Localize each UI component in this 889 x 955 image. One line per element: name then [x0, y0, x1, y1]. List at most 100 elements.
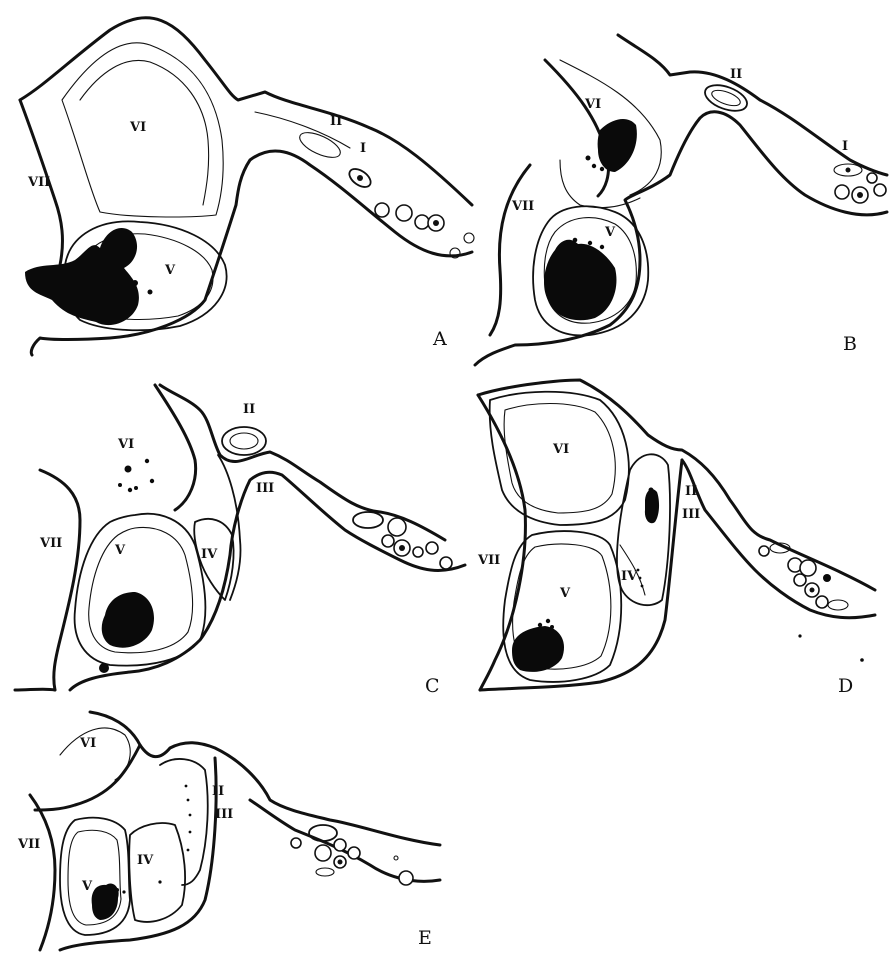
panel-a-tubule — [375, 203, 389, 217]
panel-d-vi-inner — [504, 404, 615, 514]
panel-c-dot — [125, 466, 132, 473]
panel-b-tubule — [874, 184, 886, 196]
panel-d-tubule — [794, 574, 806, 586]
panel-d-dot — [649, 488, 654, 493]
panel-b-letter: B — [843, 333, 857, 355]
panel-c-tubule-core — [399, 545, 405, 551]
panel-d-label-iv: IV — [621, 569, 638, 584]
panel-a-duct-i-core — [357, 175, 363, 181]
panel-b-duct-ii — [702, 80, 751, 116]
panel-e-tubule — [291, 838, 301, 848]
panel-b-label-vi: VI — [584, 97, 601, 112]
panel-d-dot — [641, 585, 644, 588]
panel-a-label-vi: VI — [129, 120, 146, 135]
panel-c-tubule — [413, 547, 423, 557]
panel-e-dot — [189, 814, 192, 817]
panel-c-lower-wall — [70, 472, 465, 690]
panel-e-dot — [189, 831, 192, 834]
panel-e-tubule-core — [338, 860, 343, 865]
panel-c-label-iv: IV — [201, 547, 218, 562]
panel-b-dot — [592, 164, 596, 168]
panel-c-label-iii: III — [256, 481, 274, 496]
panel-b-tubule-core — [857, 192, 863, 198]
panel-d-letter: D — [838, 675, 853, 697]
panel-c-black-mass — [102, 592, 154, 648]
panel-e-tubule — [394, 856, 398, 860]
panel-b-tubule — [867, 173, 877, 183]
panel-e-label-iii: III — [215, 807, 233, 822]
panel-c-dot — [145, 459, 149, 463]
panel-e-label-ii: II — [212, 784, 224, 799]
panel-d-tubule — [800, 560, 816, 576]
panel-e-tubule — [315, 845, 331, 861]
panel-e-dot — [122, 890, 125, 893]
panel-c-tubule — [388, 518, 406, 536]
panel-d-dot — [550, 625, 554, 629]
panel-a-dot — [132, 280, 138, 286]
panel-e-label-vii: VII — [17, 837, 40, 852]
panel-c-letter: C — [425, 675, 440, 697]
panel-d-outer-wall — [478, 380, 875, 590]
panel-a-letter: A — [432, 328, 447, 350]
panel-d-label-ii: II — [685, 484, 697, 499]
panel-e-iv-compartment — [129, 823, 185, 922]
panel-c-dot — [150, 479, 154, 483]
panel-d-dot — [860, 658, 864, 662]
panel-b-tubule — [835, 185, 849, 199]
panel-c-label-vi: VI — [117, 437, 134, 452]
panel-b-dot — [600, 167, 604, 171]
panel-b-vii-wall — [490, 165, 530, 335]
panel-b-vi-lower — [560, 160, 640, 208]
panel-b-dot — [586, 156, 591, 161]
panel-c-dot — [128, 488, 132, 492]
panel-d-lower-wall — [682, 460, 875, 618]
panel-d: VI VII V IV III II D — [477, 380, 875, 697]
panel-e-letter: E — [418, 927, 432, 949]
panel-a-black-mass — [25, 228, 139, 325]
panel-d-dot — [639, 577, 642, 580]
panel-c-iii-channel — [218, 455, 241, 600]
panel-d-black-mass-iii — [645, 489, 659, 523]
panel-c-outer-wall — [160, 385, 445, 540]
panel-d-label-vii: VII — [477, 553, 500, 568]
panel-d-label-iii: III — [682, 507, 700, 522]
panel-c-tubule-oval — [353, 512, 383, 528]
panel-c-vii-wall — [40, 470, 80, 690]
panel-a-dot — [148, 290, 153, 295]
panel-b-label-vii: VII — [511, 199, 534, 214]
panel-b-label-i: I — [842, 139, 848, 154]
panel-c-bottom-wall — [15, 689, 55, 690]
panel-e-dot — [187, 849, 190, 852]
panel-e-tubule — [334, 839, 346, 851]
panel-e-dot — [185, 785, 188, 788]
panel-b: VI VII V II I B — [475, 35, 887, 365]
panel-a-tubule-core — [433, 220, 439, 226]
panel-c-duct-ii — [222, 427, 266, 455]
panel-e-label-iv: IV — [137, 853, 154, 868]
panel-e-dot — [115, 888, 119, 892]
panel-b-black-mass-v — [544, 240, 616, 321]
panel-c-dot — [134, 486, 138, 490]
panel-a-label-vii: VII — [27, 175, 50, 190]
panel-d-label-v: V — [559, 586, 571, 601]
panel-c-tubule — [382, 535, 394, 547]
panel-e-vii-wall — [30, 795, 55, 950]
panel-b-label-ii: II — [730, 67, 742, 82]
panel-b-black-mass-vi — [598, 119, 637, 172]
panel-a-label-v: V — [164, 263, 176, 278]
panel-d-dot — [798, 634, 801, 637]
panel-c-label-ii: II — [243, 402, 255, 417]
panel-e-outer-wall — [90, 712, 440, 845]
panel-a-tubule — [396, 205, 412, 221]
panel-c-tubule — [426, 542, 438, 554]
panel-d-label-vi: VI — [552, 442, 569, 457]
panel-b-dot — [564, 241, 569, 246]
panel-e-tubule — [399, 871, 413, 885]
panel-e-tubule-oval — [316, 868, 334, 876]
panel-c-dot — [118, 483, 122, 487]
panel-d-dot — [538, 623, 542, 627]
panel-b-label-v: V — [604, 225, 616, 240]
panel-a-label-ii: II — [330, 114, 342, 129]
panel-d-tubule-core — [810, 588, 815, 593]
panel-c: VI VII V IV III II C — [15, 385, 465, 697]
